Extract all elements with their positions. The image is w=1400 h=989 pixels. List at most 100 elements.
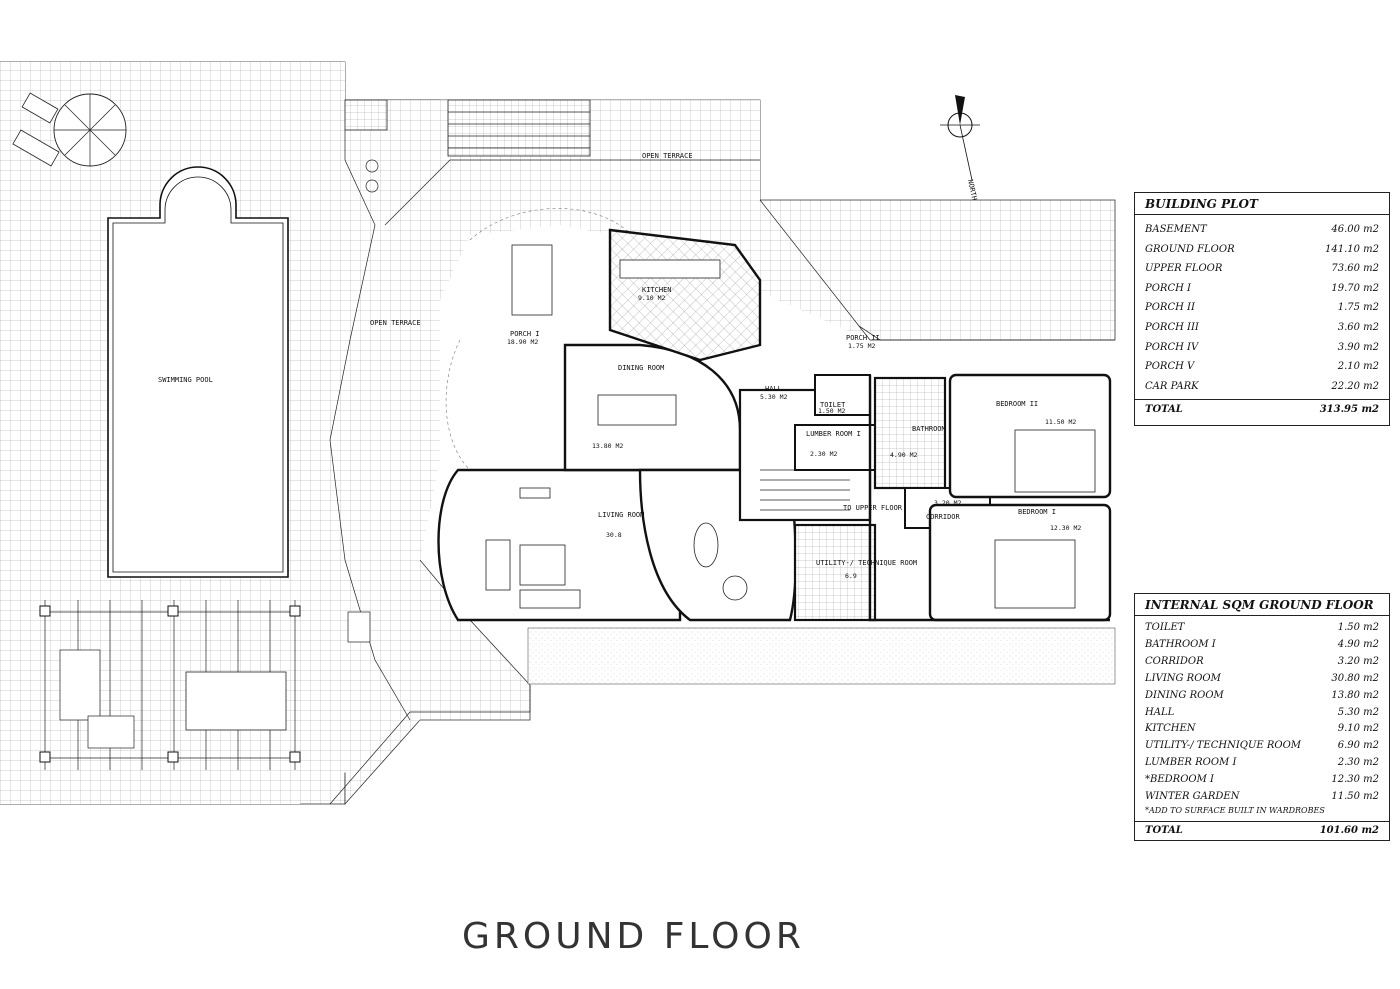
table-row: CORRIDOR 3.20 m2 xyxy=(1135,654,1389,671)
bathroom-area: 4.90 M2 xyxy=(890,451,917,459)
row-label: UPPER FLOOR xyxy=(1145,263,1223,275)
table-row: *BEDROOM I 12.30 m2 xyxy=(1135,772,1389,789)
room-labels: OPEN TERRACE OPEN TERRACE PORCH I 18.90 … xyxy=(370,152,1081,580)
internal-sqm-total-row: TOTAL 101.60 m2 xyxy=(1135,820,1389,836)
table-row: PORCH II 1.75 m2 xyxy=(1135,298,1389,318)
table-row: BATHROOM I 4.90 m2 xyxy=(1135,637,1389,654)
house-walls xyxy=(437,228,1112,622)
table-row: WINTER GARDEN 11.50 m2 xyxy=(1135,789,1389,806)
row-value: 4.90 m2 xyxy=(1337,638,1379,650)
row-value: 11.50 m2 xyxy=(1331,791,1379,803)
table-row: LUMBER ROOM I 2.30 m2 xyxy=(1135,755,1389,772)
pergola xyxy=(39,600,301,770)
corridor-label: CORRIDOR xyxy=(926,513,961,521)
row-value: 6.90 m2 xyxy=(1337,740,1379,752)
swimming-pool: SWIMMING POOL xyxy=(107,166,289,578)
porch-i-label: PORCH I xyxy=(510,330,540,338)
row-value: 13.80 m2 xyxy=(1331,689,1379,701)
row-label: CORRIDOR xyxy=(1145,655,1204,667)
bedroom-i-area: 12.30 M2 xyxy=(1050,524,1081,532)
kitchen-label: KITCHEN xyxy=(642,286,672,294)
bathroom-label: BATHROOM xyxy=(912,425,946,433)
internal-sqm-note: *ADD TO SURFACE BUILT IN WARDROBES xyxy=(1145,805,1325,815)
row-label: LUMBER ROOM I xyxy=(1145,757,1237,769)
row-value: 2.30 m2 xyxy=(1337,757,1379,769)
building-plot-heading: BUILDING PLOT xyxy=(1135,193,1389,215)
open-terrace-label: OPEN TERRACE xyxy=(642,152,693,160)
living-room-label: LIVING ROOM xyxy=(598,511,644,519)
kitchen-area: 9.10 M2 xyxy=(638,294,665,302)
lumber-room-area: 2.30 M2 xyxy=(810,450,837,458)
row-value: 22.20 m2 xyxy=(1331,380,1379,392)
row-label: KITCHEN xyxy=(1145,723,1196,735)
row-value: 3.20 m2 xyxy=(1337,655,1379,667)
table-row: UPPER FLOOR 73.60 m2 xyxy=(1135,259,1389,279)
row-label: *BEDROOM I xyxy=(1145,774,1214,786)
table-row: PORCH I 19.70 m2 xyxy=(1135,279,1389,299)
row-label: PORCH IV xyxy=(1145,341,1199,353)
table-row: HALL 5.30 m2 xyxy=(1135,705,1389,722)
porch-i-area: 18.90 M2 xyxy=(507,338,538,346)
dining-room-area: 13.80 M2 xyxy=(592,442,623,450)
row-value: 1.75 m2 xyxy=(1337,302,1379,314)
row-label: GROUND FLOOR xyxy=(1145,243,1235,255)
bedroom-ii-area: 11.50 M2 xyxy=(1045,418,1076,426)
row-value: 3.60 m2 xyxy=(1337,321,1379,333)
internal-sqm-total-value: 101.60 m2 xyxy=(1319,824,1379,836)
dining-room-label: DINING ROOM xyxy=(618,364,664,372)
table-row: LIVING ROOM 30.80 m2 xyxy=(1135,671,1389,688)
row-value: 30.80 m2 xyxy=(1331,672,1379,684)
page-title: GROUND FLOOR xyxy=(462,916,805,957)
pool-label: SWIMMING POOL xyxy=(158,376,213,384)
row-value: 19.70 m2 xyxy=(1331,282,1379,294)
row-label: UTILITY-/ TECHNIQUE ROOM xyxy=(1145,740,1302,752)
utility-room-label: UTILITY-/ TECHNIQUE ROOM xyxy=(816,559,917,567)
row-label: HALL xyxy=(1145,706,1175,718)
bedroom-i-label: BEDROOM I xyxy=(1018,508,1056,516)
building-plot-total-label: TOTAL xyxy=(1145,404,1183,416)
open-terrace-label: OPEN TERRACE xyxy=(370,319,421,327)
umbrella-icon xyxy=(12,92,127,167)
row-label: PORCH II xyxy=(1145,302,1195,314)
row-value: 5.30 m2 xyxy=(1337,706,1379,718)
row-label: WINTER GARDEN xyxy=(1145,791,1240,803)
row-value: 73.60 m2 xyxy=(1331,263,1379,275)
row-label: BATHROOM I xyxy=(1145,638,1216,650)
row-label: PORCH V xyxy=(1145,361,1195,373)
north-arrow-icon: NORTH xyxy=(940,95,980,201)
row-label: LIVING ROOM xyxy=(1145,672,1221,684)
porch-ii-area: 1.75 M2 xyxy=(848,342,875,350)
corridor-area: 3.20 M2 xyxy=(934,499,961,507)
porch-ii-label: PORCH II xyxy=(846,334,880,342)
lumber-room-label: LUMBER ROOM I xyxy=(806,430,861,438)
table-row: PORCH IV 3.90 m2 xyxy=(1135,338,1389,358)
living-room-area: 30.8 xyxy=(606,531,622,539)
internal-sqm-heading: INTERNAL SQM GROUND FLOOR xyxy=(1135,594,1389,616)
row-label: PORCH III xyxy=(1145,321,1199,333)
row-value: 46.00 m2 xyxy=(1331,224,1379,235)
row-label: TOILET xyxy=(1145,622,1185,633)
row-label: PORCH I xyxy=(1145,282,1191,294)
hall-label: HALL xyxy=(765,385,782,393)
toilet-label: TOILET xyxy=(820,401,846,409)
table-row: UTILITY-/ TECHNIQUE ROOM 6.90 m2 xyxy=(1135,738,1389,755)
bedroom-ii-label: BEDROOM II xyxy=(996,400,1038,408)
hall-area: 5.30 M2 xyxy=(760,393,787,401)
internal-sqm-total-label: TOTAL xyxy=(1145,824,1183,836)
north-label: NORTH xyxy=(966,179,978,201)
row-value: 3.90 m2 xyxy=(1337,341,1379,353)
table-row: PORCH III 3.60 m2 xyxy=(1135,318,1389,338)
row-value: 12.30 m2 xyxy=(1331,774,1379,786)
building-plot-total-value: 313.95 m2 xyxy=(1319,404,1379,416)
